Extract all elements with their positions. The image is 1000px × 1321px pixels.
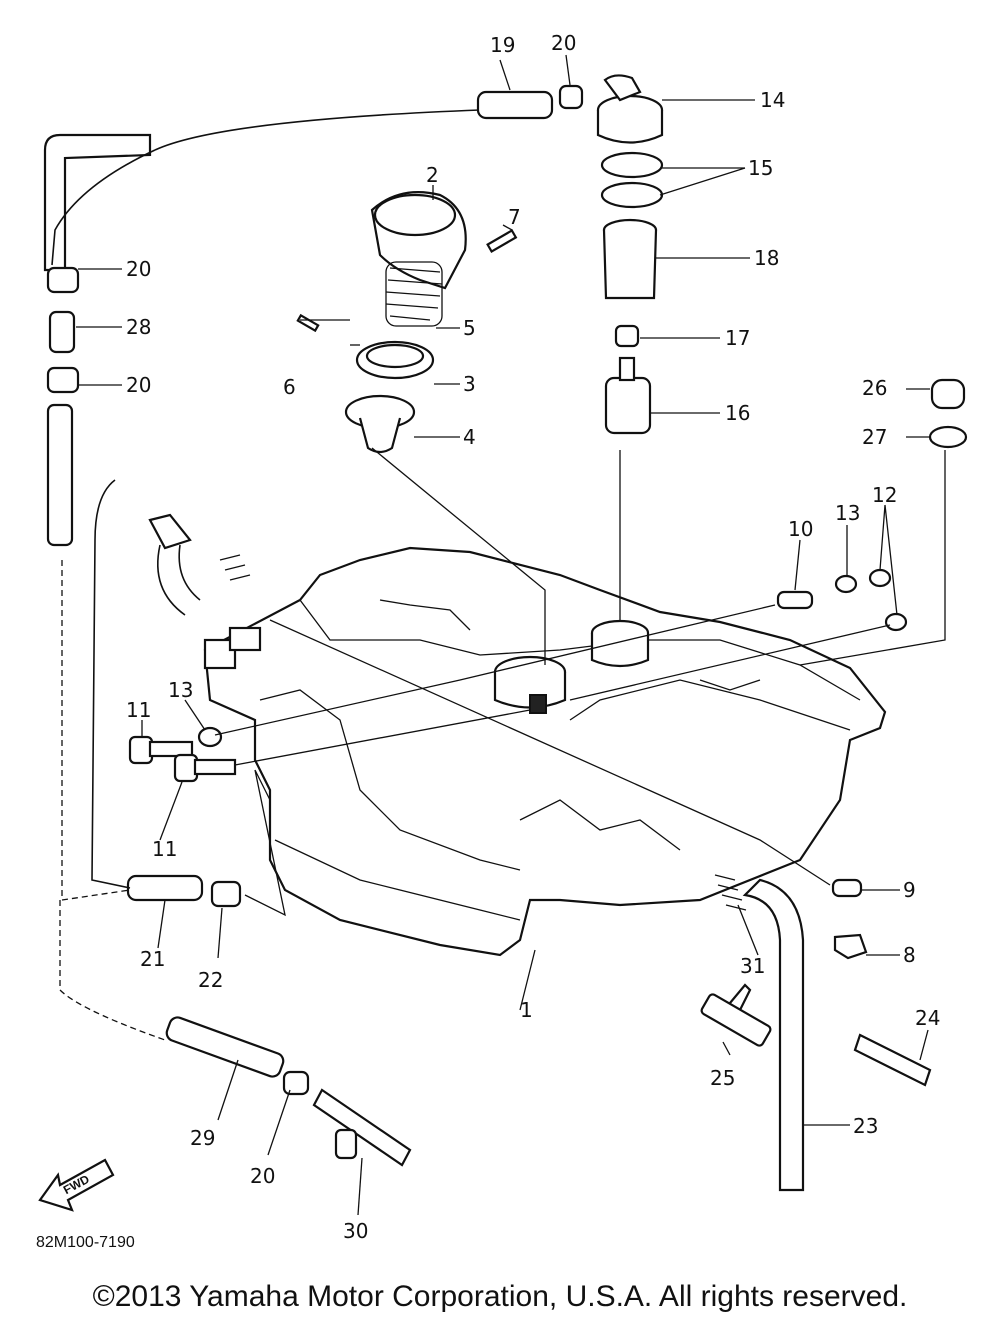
bolt-11a	[128, 735, 194, 765]
callout-1: 1	[520, 998, 533, 1022]
clip-spring-10	[776, 590, 814, 610]
return-hose-23	[742, 878, 805, 1192]
callout-13-left: 13	[168, 678, 193, 702]
callout-4: 4	[463, 425, 476, 449]
small-pin	[296, 313, 320, 333]
callout-18: 18	[754, 246, 779, 270]
vent-hose-left	[46, 403, 131, 901]
callout-16: 16	[725, 401, 750, 425]
callout-23: 23	[853, 1114, 878, 1138]
callout-24: 24	[915, 1006, 940, 1030]
clip-small	[833, 933, 868, 960]
filler-neck	[344, 394, 416, 454]
drawing-code: 82M100-7190	[36, 1234, 135, 1251]
sender-clip	[614, 324, 640, 348]
callout-6: 6	[283, 375, 296, 399]
callout-30: 30	[343, 1219, 368, 1243]
callout-28: 28	[126, 315, 151, 339]
callout-20-lower-left: 20	[126, 373, 151, 397]
callout-22: 22	[198, 968, 223, 992]
band-24	[853, 1033, 932, 1087]
copyright-notice: ©2013 Yamaha Motor Corporation, U.S.A. A…	[92, 1280, 908, 1313]
callout-8: 8	[903, 943, 916, 967]
fuel-joint-30	[312, 1088, 412, 1167]
tank-hose-corrugated	[91, 479, 251, 889]
callout-labels: 1 2 3 4 5 6 7 8 9 10 11 11 12 13 13 14 1…	[126, 31, 940, 1243]
callout-17: 17	[725, 326, 750, 350]
callout-5: 5	[463, 316, 476, 340]
callout-31: 31	[740, 954, 765, 978]
band-25	[700, 983, 772, 1047]
callout-9: 9	[903, 878, 916, 902]
filler-cap	[370, 191, 467, 290]
callout-20-top: 20	[551, 31, 576, 55]
washer-13	[197, 574, 858, 748]
leader-lines	[76, 54, 946, 1216]
cap-gasket	[355, 340, 435, 380]
callout-10: 10	[788, 517, 813, 541]
callout-20-upper-left: 20	[126, 257, 151, 281]
callout-14: 14	[760, 88, 785, 112]
sender-housing	[602, 218, 658, 300]
callout-7: 7	[508, 205, 521, 229]
callout-19: 19	[490, 33, 515, 57]
bolt-11b	[173, 753, 237, 783]
vent-hose-top	[43, 90, 554, 272]
hose-clamp-top	[558, 84, 584, 110]
hose-joint	[48, 310, 76, 354]
callout-13-right: 13	[835, 501, 860, 525]
grommet-cap	[930, 378, 966, 410]
fwd-arrow-icon: FWD	[38, 1158, 115, 1212]
hose-clamps-left	[46, 266, 80, 394]
hose-clamp-20-lower	[282, 1070, 310, 1096]
callout-25: 25	[710, 1066, 735, 1090]
fuel-hose-29	[59, 900, 285, 1078]
pin	[486, 229, 518, 253]
callout-11-lower: 11	[152, 837, 177, 861]
cap-spring	[385, 261, 443, 327]
grommet-washer	[928, 425, 968, 449]
sender-cap	[596, 74, 664, 144]
corrugated-hose-31	[714, 874, 747, 911]
callout-20-bottom: 20	[250, 1164, 275, 1188]
clip-spring-9	[831, 878, 863, 898]
washer-12	[868, 568, 908, 632]
hose-clamp-22	[210, 880, 242, 908]
sender-rings	[600, 151, 664, 209]
callout-3: 3	[463, 372, 476, 396]
callout-29: 29	[190, 1126, 215, 1150]
hose-short-21	[126, 874, 204, 902]
callout-12: 12	[872, 483, 897, 507]
callout-15: 15	[748, 156, 773, 180]
sender-float	[604, 356, 652, 435]
callout-27: 27	[862, 425, 887, 449]
callout-2: 2	[426, 163, 439, 187]
callout-26: 26	[862, 376, 887, 400]
callout-21: 21	[140, 947, 165, 971]
callout-11-upper: 11	[126, 698, 151, 722]
